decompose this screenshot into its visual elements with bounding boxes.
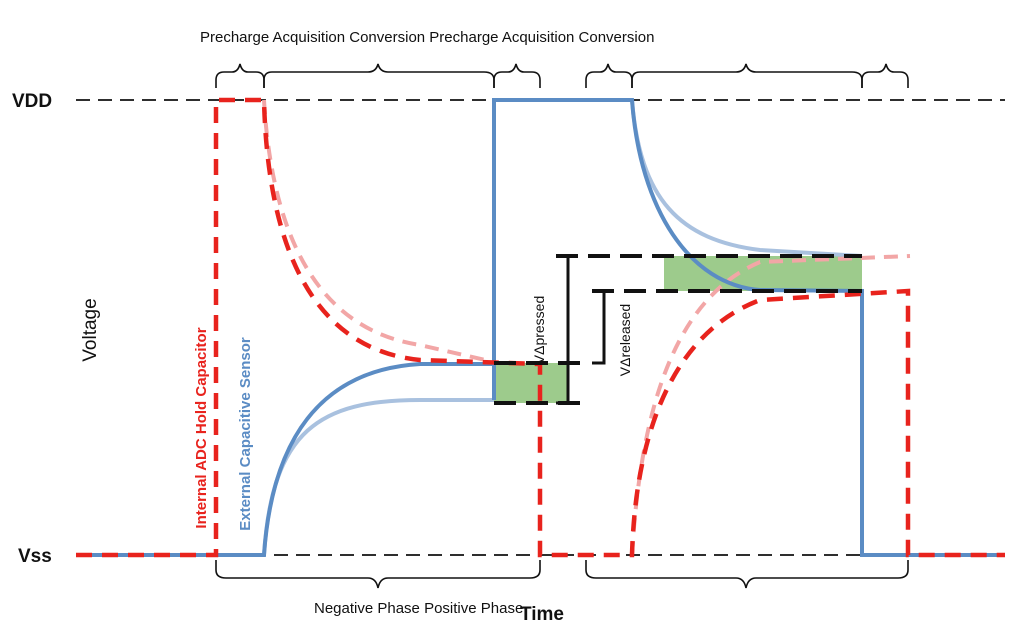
top-braces xyxy=(215,63,909,88)
light-blue-curve-positive xyxy=(630,99,863,258)
red-curve-label: Internal ADC Hold Capacitor xyxy=(193,327,210,528)
light-blue-curve-negative xyxy=(262,398,494,556)
bracket-delta-pressed xyxy=(556,254,570,405)
phase-labels-bottom: Negative Phase Positive Phase xyxy=(314,600,523,617)
bracket-delta-released xyxy=(592,289,606,365)
brace-negative-phase xyxy=(215,560,541,589)
brace-positive-phase xyxy=(585,560,909,589)
brace-acquisition-2 xyxy=(631,63,863,88)
v-delta-pressed-label: VΔpressed xyxy=(531,296,547,365)
phase-labels-top: Precharge Acquisition Conversion Prechar… xyxy=(200,29,654,46)
brace-conversion-2 xyxy=(861,63,909,88)
red-hold-curve xyxy=(76,97,1005,558)
vss-label: Vss xyxy=(18,546,52,567)
blue-curve-label: External Capacitive Sensor xyxy=(237,337,254,531)
time-axis-label: Time xyxy=(520,604,564,625)
brace-precharge-2 xyxy=(585,63,633,88)
v-delta-released-label: VΔreleased xyxy=(617,304,633,376)
green-region-negative xyxy=(494,363,568,403)
light-red-curve-negative xyxy=(262,99,495,364)
brace-acquisition-1 xyxy=(263,63,495,88)
brace-precharge-1 xyxy=(215,63,265,88)
voltage-axis-label: Voltage xyxy=(80,298,101,361)
brace-conversion-1 xyxy=(493,63,541,88)
vdd-label: VDD xyxy=(12,91,52,112)
